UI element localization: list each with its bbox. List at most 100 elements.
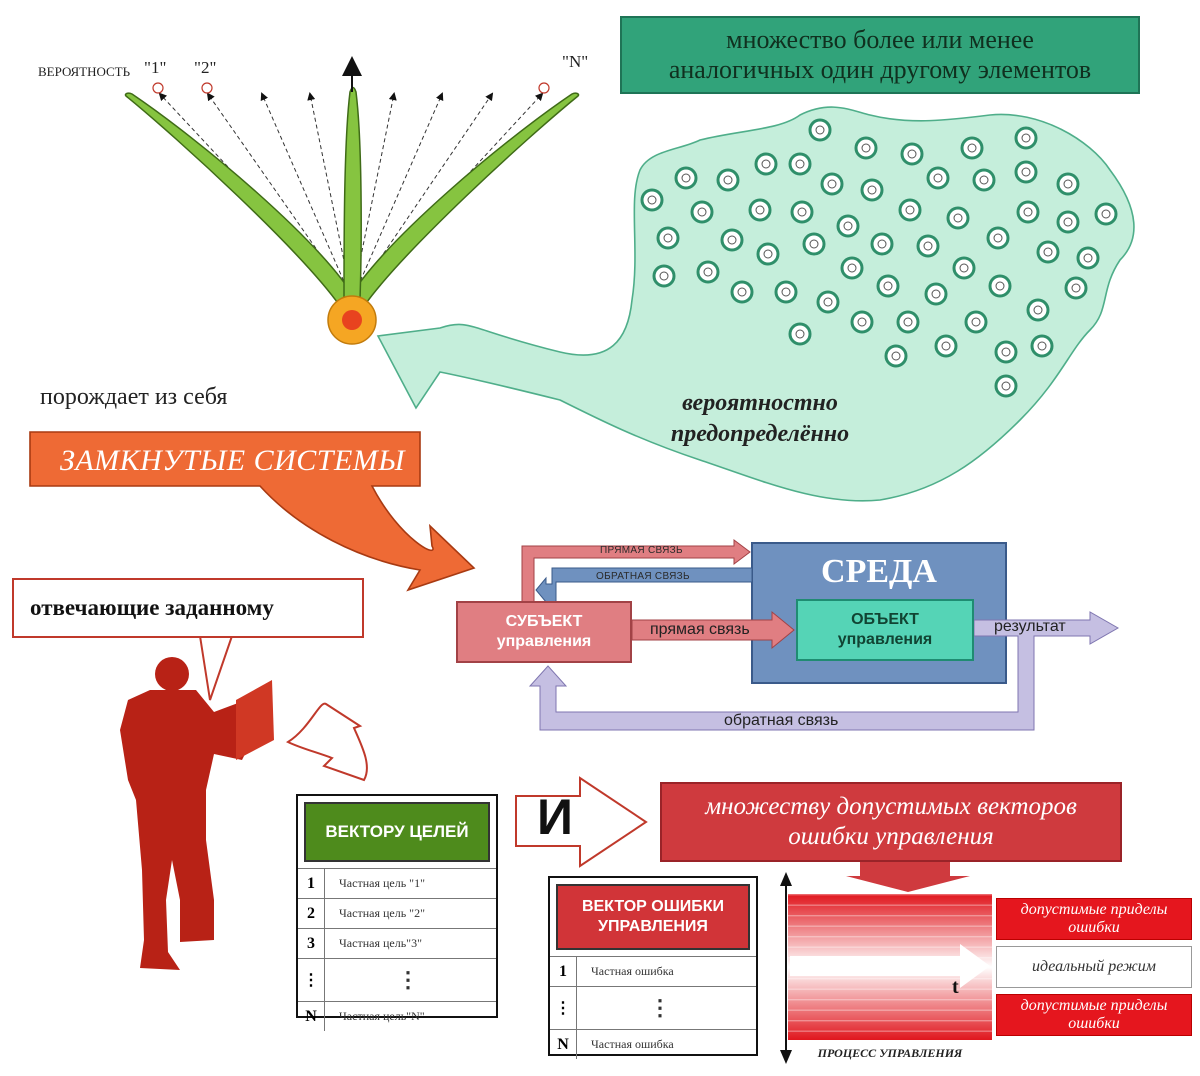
closed-systems-arrow [29,431,476,592]
element-dot [1014,126,1038,150]
process-band [780,872,992,1064]
error-header-line-2: УПРАВЛЕНИЯ [598,918,708,935]
table-row: 2 Частная цель "2" [298,898,496,928]
table-row: N Частная цель"N" [298,1001,496,1031]
element-dot [788,152,812,176]
goals-table-header: ВЕКТОРУ ЦЕЛЕЙ [304,802,490,862]
row-text: ⋮ [649,995,671,1020]
element-dot [840,256,864,280]
error-table-header: ВЕКТОР ОШИБКИ УПРАВЛЕНИЯ [556,884,750,950]
error-header-line-1: ВЕКТОР ОШИБКИ [581,898,725,915]
element-dot [816,290,840,314]
element-dot [916,234,940,258]
row-text: ⋮ [397,967,419,992]
direct-link-mid-label: прямая связь [650,621,750,638]
leaf-center [343,86,362,301]
cloud-shape [376,106,1135,502]
table-row: N Частная ошибка [550,1029,756,1059]
object-box: ОБЪЕКТ управления [796,599,974,661]
row-text: Частная цель"N" [339,1009,425,1023]
row-text: Частная ошибка [591,1037,674,1051]
element-dot [730,280,754,304]
element-dot [870,232,894,256]
element-dot [716,168,740,192]
subject-line-2: управления [496,633,592,650]
row-number: ⋮ [550,987,577,1029]
table-row: 3 Частная цель"3" [298,928,496,958]
subject-line-1: СУБЪЕКТ [505,613,583,630]
element-dot [790,200,814,224]
element-dot [1030,334,1054,358]
element-dot [674,166,698,190]
element-dot [952,256,976,280]
row-number: 3 [298,929,325,958]
element-dot [652,264,676,288]
upper-limits-line-2: ошибки [1068,919,1120,936]
upper-limits-line-1: допустимые приделы [1020,901,1168,918]
element-dot [876,274,900,298]
element-dot [1026,298,1050,322]
row-text: Частная цель"3" [339,936,422,950]
element-dot [884,344,908,368]
row-number: 2 [298,899,325,928]
direct-link-upper-label: ПРЯМАЯ СВЯЗЬ [600,545,683,556]
element-dot [946,206,970,230]
leaf-left [124,92,358,307]
element-dot [1016,200,1040,224]
element-dot [986,226,1010,250]
element-dot [896,310,920,334]
element-dot [1064,276,1088,300]
object-line-1: ОБЪЕКТ [851,611,919,628]
admissible-line-2: ошибки управления [788,823,994,850]
element-dot [994,340,1018,364]
feedback-bottom-label: обратная связь [724,712,839,729]
element-dot [1056,172,1080,196]
row-number: 1 [550,957,577,986]
row-number: ⋮ [298,959,325,1001]
table-row: ⋮⋮ [550,986,756,1029]
man-silhouette [120,657,274,970]
probability-prefix: ВЕРОЯТНОСТЬ [38,64,131,79]
element-dot [934,334,958,358]
element-dot [1036,240,1060,264]
element-dot [748,198,772,222]
environment-label: СРЕДА [821,553,937,590]
table-row: ⋮⋮ [298,958,496,1001]
element-dot [820,172,844,196]
row-number: N [298,1002,325,1031]
elements-cluster [640,118,1118,398]
element-dot [988,274,1012,298]
element-dot [808,118,832,142]
element-dot [1076,246,1100,270]
element-dot [756,242,780,266]
process-label: ПРОЦЕСС УПРАВЛЕНИЯ [817,1046,963,1060]
lower-limits-line-1: допустимые приделы [1020,997,1168,1014]
element-dot [720,228,744,252]
row-number: 1 [298,869,325,898]
probabilistic-line-1: вероятностно [682,390,838,416]
and-label: И [537,789,573,845]
elements-set-line-1: множество более или менее [726,25,1034,54]
element-dot [788,322,812,346]
closed-systems-label: ЗАМКНУТЫЕ СИСТЕМЫ [60,444,405,477]
row-number: N [550,1030,577,1059]
generates-label: порождает из себя [40,384,228,410]
element-dot [640,188,664,212]
probabilistic-line-2: предопределённо [670,421,850,447]
element-dot [994,374,1018,398]
row-text: Частная цель "2" [339,906,425,920]
admissible-line-1: множеству допустимых векторов [705,793,1077,820]
element-dot [696,260,720,284]
speech-pointer [198,635,234,701]
elements-set-line-2: аналогичных один другому элементов [668,55,1092,84]
element-dot [850,310,874,334]
element-dot [1056,210,1080,234]
element-dot [926,166,950,190]
element-dot [754,152,778,176]
element-dot [774,280,798,304]
element-dot [964,310,988,334]
